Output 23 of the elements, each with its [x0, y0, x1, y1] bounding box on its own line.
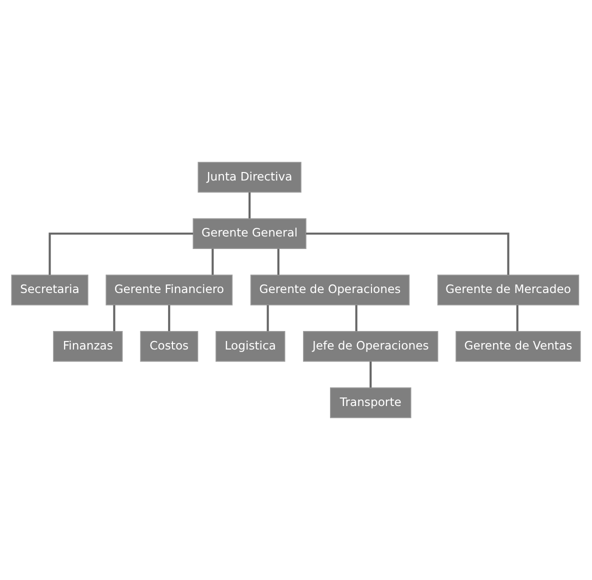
connector — [248, 192, 251, 218]
connector — [113, 305, 116, 332]
connector — [168, 305, 170, 332]
connector — [370, 361, 372, 388]
node-box: Gerente General — [192, 218, 306, 249]
node-box: Gerente de Mercadeo — [437, 274, 580, 306]
node-box: Secretaria — [11, 274, 88, 306]
node-box: Transporte — [330, 387, 412, 418]
node-box: Gerente de Operaciones — [250, 274, 410, 306]
connector — [48, 232, 194, 275]
node-box: Junta Directiva — [198, 162, 302, 193]
connector — [212, 248, 214, 275]
connector — [266, 305, 269, 332]
node-box: Logistica — [216, 331, 286, 362]
connector — [277, 248, 280, 275]
connector — [306, 232, 510, 275]
connector — [516, 305, 518, 332]
node-box: Gerente Financiero — [106, 274, 233, 306]
node-box: Gerente de Ventas — [456, 331, 581, 362]
node-box: Finanzas — [53, 331, 123, 362]
connector — [355, 305, 358, 332]
node-box: Costos — [140, 331, 198, 362]
node-box: Jefe de Operaciones — [303, 331, 438, 362]
